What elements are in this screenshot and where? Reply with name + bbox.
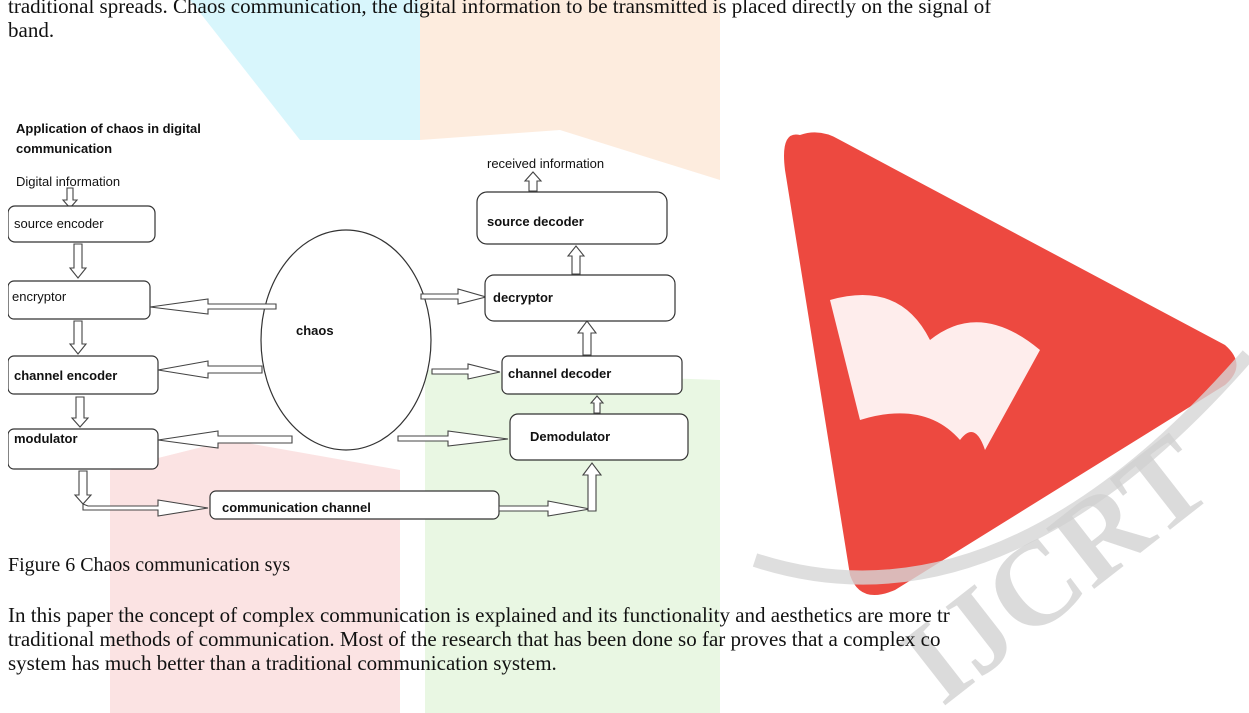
outro-paragraph: In this paper the concept of complex com…: [8, 603, 950, 675]
encryptor-block: [8, 280, 151, 320]
source-decoder-block: [476, 191, 668, 245]
arrow-chaos-to-modulator: [157, 430, 293, 449]
arrow-chaos-to-demodulator: [397, 430, 509, 447]
decryptor-label: decryptor: [493, 290, 553, 305]
figure-title-line-2: communication: [16, 141, 112, 156]
arrow-chaos-to-channel-decoder: [431, 363, 501, 380]
arrow-channel-decoder-to-decryptor: [576, 320, 598, 356]
arrow-chaos-to-channel-encoder: [157, 360, 263, 379]
channel-encoder-block: [8, 355, 159, 395]
intro-paragraph: traditional spreads. Chaos communication…: [8, 0, 991, 42]
chaos-oval: [260, 229, 432, 451]
arrow-modulator-to-channel: [82, 499, 209, 517]
communication-channel-block: [209, 490, 500, 520]
arrow-channel-to-right: [498, 500, 591, 517]
channel-encoder-label: channel encoder: [14, 368, 117, 383]
demodulator-block: [509, 413, 689, 461]
chaos-label: chaos: [296, 323, 334, 338]
output-label: received information: [487, 156, 604, 171]
arrow-demodulator-to-channel-decoder: [589, 395, 605, 414]
arrow-decryptor-to-source-decoder: [566, 245, 586, 275]
intro-line-1: traditional spreads. Chaos communication…: [8, 0, 992, 18]
watermark-cyan-shape: [190, 0, 420, 140]
arrow-encryptor-to-channel-encoder: [68, 320, 88, 355]
communication-channel-label: communication channel: [222, 500, 371, 515]
input-label: Digital information: [16, 174, 120, 189]
arrow-modulator-down: [73, 470, 93, 505]
figure-title-line-1: Application of chaos in digital: [16, 121, 201, 136]
book-icon: [830, 295, 1040, 450]
intro-line-2: band.: [8, 18, 55, 42]
modulator-label: modulator: [14, 431, 78, 446]
channel-decoder-block: [501, 355, 683, 395]
outro-line-1: In this paper the concept of complex com…: [8, 603, 950, 627]
arrow-up-to-demodulator: [581, 462, 603, 512]
demodulator-label: Demodulator: [530, 429, 610, 444]
watermark-swoosh: [752, 350, 1249, 585]
outro-line-3: system has much better than a traditiona…: [8, 651, 557, 675]
source-encoder-label: source encoder: [14, 216, 104, 231]
arrow-source-decoder-to-output: [523, 171, 543, 192]
source-decoder-label: source decoder: [487, 214, 584, 229]
arrow-chaos-to-decryptor: [420, 288, 489, 305]
chaos-communication-figure: Application of chaos in digital communic…: [8, 121, 689, 520]
figure-caption: Figure 6 Chaos communication sys: [8, 554, 291, 576]
input-arrow: [61, 187, 79, 209]
watermark-orange-shape: [420, 0, 720, 180]
arrow-channel-encoder-to-modulator: [70, 396, 90, 428]
decryptor-block: [484, 274, 676, 322]
modulator-block: [8, 428, 159, 470]
arrow-chaos-to-encryptor: [149, 298, 277, 315]
outro-line-2: traditional methods of communication. Mo…: [8, 627, 941, 651]
source-encoder-block: [8, 205, 156, 243]
encryptor-label: encryptor: [12, 289, 67, 304]
arrow-source-encoder-to-encryptor: [68, 243, 88, 279]
channel-decoder-label: channel decoder: [508, 366, 611, 381]
